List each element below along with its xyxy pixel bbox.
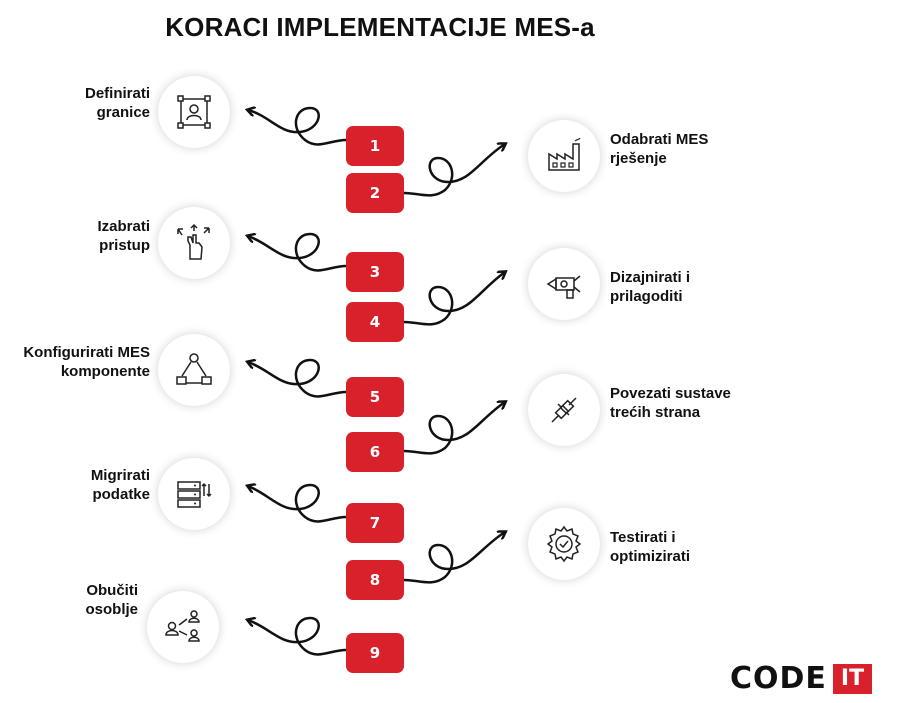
step-2-circle <box>528 120 600 192</box>
step-2-label: Odabrati MES rješenje <box>610 130 708 168</box>
step-3-circle <box>158 207 230 279</box>
step-5-label: Konfigurirati MES komponente <box>23 343 150 381</box>
step-7-circle <box>158 458 230 530</box>
step-1-label: Definirati granice <box>85 84 150 122</box>
people-network-icon <box>165 610 200 642</box>
step-4-label-line-2: prilagoditi <box>610 288 683 305</box>
step-6-circle <box>528 374 600 446</box>
logo-code-text: CODE <box>730 661 827 696</box>
step-4-label-line-1: Dizajnirati i <box>610 269 691 286</box>
step-8-label-line-1: Testirati i <box>610 529 676 546</box>
step-5-label-line-2: komponente <box>60 363 150 380</box>
step-5-circle <box>158 334 230 406</box>
arrow-step-4 <box>403 272 505 326</box>
arrow-step-7 <box>248 485 347 523</box>
step-badge-9: 9 <box>346 633 404 673</box>
factory-icon <box>548 137 581 171</box>
page-title: KORACI IMPLEMENTACIJE MES-a <box>165 12 595 42</box>
step-7-label-line-2: podatke <box>92 486 150 503</box>
step-badge-3: 3 <box>346 252 404 292</box>
step-2-label-line-2: rješenje <box>610 150 667 167</box>
arrow-step-5 <box>248 360 347 398</box>
gear-check-icon <box>546 525 582 563</box>
step-8-circle <box>528 508 600 580</box>
arrow-step-6 <box>403 402 505 455</box>
boundary-person-icon <box>177 95 211 129</box>
step-8-label-line-2: optimizirati <box>610 548 691 565</box>
step-6-label: Povezati sustave trećih strana <box>610 384 731 422</box>
step-7-label: Migrirati podatke <box>91 466 150 504</box>
step-7-label-line-1: Migrirati <box>90 467 150 484</box>
step-badge-6: 6 <box>346 432 404 472</box>
step-9-circle <box>147 591 219 663</box>
step-badge-2: 2 <box>346 173 404 213</box>
step-5-label-line-1: Konfigurirati MES <box>23 344 150 361</box>
hand-arrows-icon <box>177 223 210 260</box>
step-9-label-line-1: Obučiti <box>86 582 138 599</box>
step-badge-5: 5 <box>346 377 404 417</box>
arrow-step-3 <box>248 234 347 272</box>
step-9-label-line-2: osoblje <box>85 601 138 618</box>
arrow-step-1 <box>248 108 347 146</box>
step-4-label: Dizajnirati i prilagoditi <box>610 268 690 306</box>
step-6-label-line-1: Povezati sustave <box>610 385 731 402</box>
logo-it-text: IT <box>832 664 873 694</box>
step-badge-4: 4 <box>346 302 404 342</box>
plug-connector-icon <box>551 397 577 423</box>
step-2-label-line-1: Odabrati MES <box>610 131 709 148</box>
components-flow-icon <box>176 353 212 385</box>
step-badge-7: 7 <box>346 503 404 543</box>
step-1-label-line-1: Definirati <box>84 85 150 102</box>
step-8-label: Testirati i optimizirati <box>610 528 690 566</box>
step-3-label-line-2: pristup <box>99 237 150 254</box>
arrow-step-9 <box>248 618 347 656</box>
step-6-label-line-2: trećih strana <box>610 404 701 421</box>
step-badge-1: 1 <box>346 126 404 166</box>
design-tool-icon <box>546 275 581 299</box>
step-1-circle <box>158 76 230 148</box>
step-3-label: Izabrati pristup <box>97 217 150 255</box>
step-3-label-line-1: Izabrati <box>97 218 150 235</box>
step-badge-8: 8 <box>346 560 404 600</box>
step-4-circle <box>528 248 600 320</box>
codeit-logo: CODE IT <box>730 661 873 696</box>
server-transfer-icon <box>177 481 212 508</box>
arrow-step-2 <box>403 144 505 197</box>
step-1-label-line-2: granice <box>96 104 150 121</box>
arrow-step-8 <box>403 532 505 584</box>
step-9-label: Obučiti osoblje <box>85 581 138 619</box>
